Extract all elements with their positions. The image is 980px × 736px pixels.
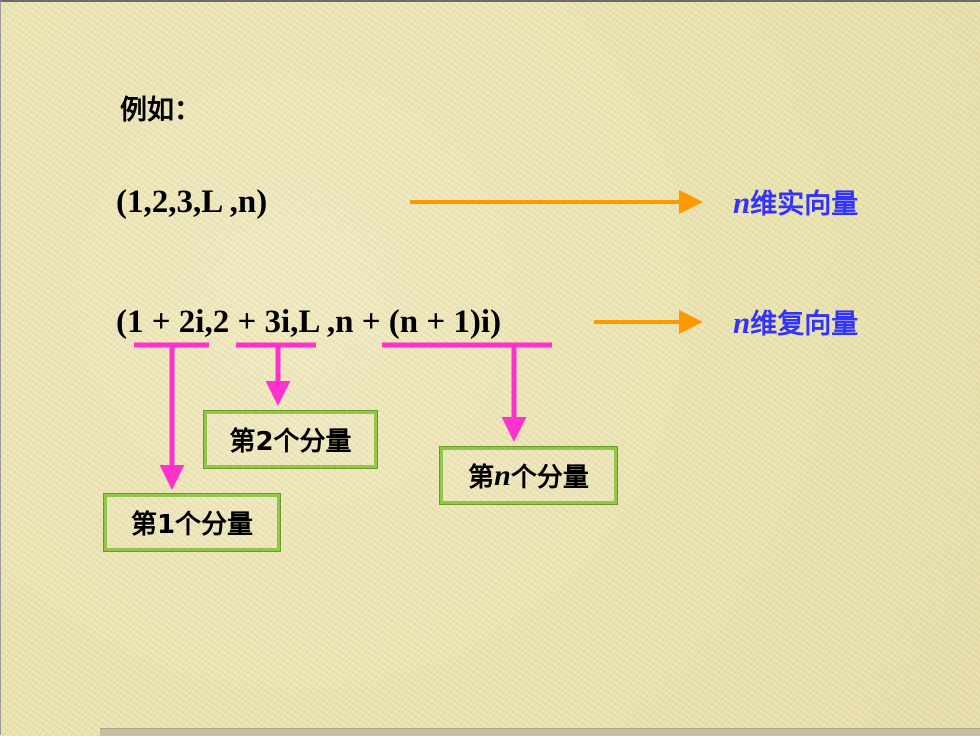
component-2-box: 第2个分量: [203, 410, 378, 469]
real-vector-expression: (1,2,3,L ,n): [116, 184, 268, 220]
real-vector-label-text: 维实向量: [750, 189, 859, 220]
component-1-box: 第1个分量: [103, 493, 281, 552]
complex-vector-expression: (1 + 2i,2 + 3i,L ,n + (n + 1)i): [116, 304, 502, 340]
complex-vector-label-text: 维复向量: [750, 309, 859, 340]
component-n-var: n: [494, 458, 511, 492]
complex-vector-label: n维复向量: [733, 302, 858, 341]
real-vector-label: n维实向量: [733, 182, 858, 221]
real-vector-label-var: n: [733, 185, 751, 220]
example-heading: 例如：: [120, 95, 201, 126]
complex-vector-label-var: n: [733, 305, 751, 340]
slide-bottom-bar: [100, 728, 980, 736]
component-n-prefix: 第: [468, 463, 495, 493]
component-n-suffix: 个分量: [510, 463, 589, 493]
